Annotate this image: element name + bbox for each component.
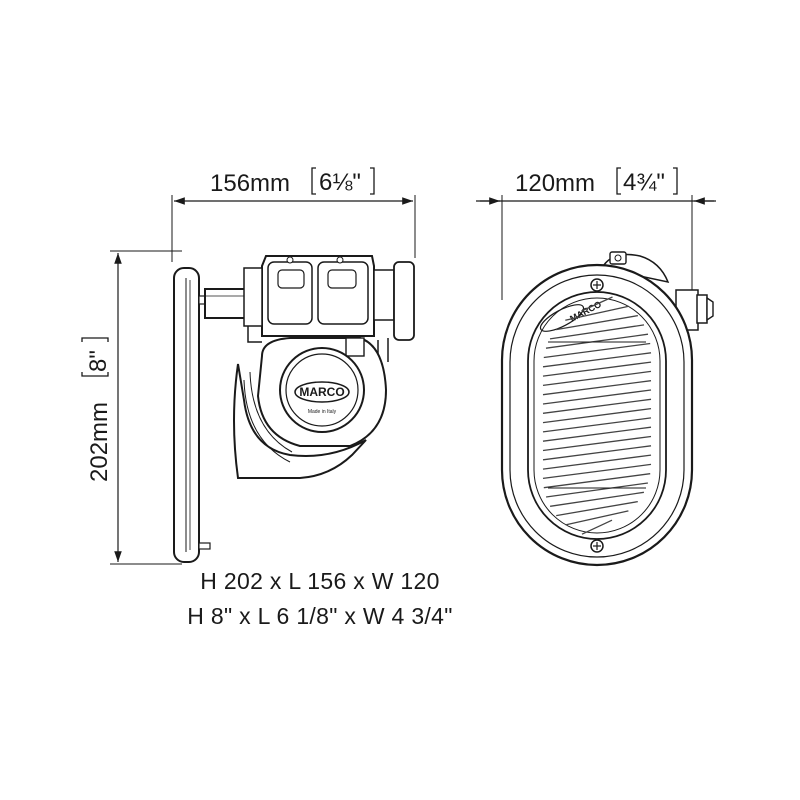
grille-slat (565, 305, 629, 321)
grille-slat (550, 491, 644, 507)
grille-slat (565, 510, 629, 526)
grille-slat (542, 445, 652, 461)
grille-slat (543, 342, 651, 359)
grille-slat (542, 389, 652, 405)
grille-slat (542, 463, 652, 480)
grille-slat (545, 333, 649, 349)
height-metric-label: 202mm (86, 402, 113, 482)
badge-origin-text: Made in Italy (308, 409, 337, 415)
grille-slat (546, 482, 648, 498)
horn-trumpet (233, 363, 367, 479)
grille-slat (542, 370, 652, 387)
width-bracket (616, 167, 678, 195)
summary-imperial: H 8" x L 6 1/8" x W 4 3/4" (187, 603, 453, 629)
height-dimension: 202mm 8" (81, 250, 182, 565)
height-bracket (81, 337, 109, 377)
width-dimension: 120mm 4¾" (476, 167, 716, 300)
width-metric-label: 120mm (515, 170, 595, 197)
grille-slat (542, 407, 652, 424)
grille-slat (542, 435, 652, 452)
summary-metric: H 202 x L 156 x W 120 (200, 568, 440, 594)
length-dimension: 156mm 6⅛" (171, 167, 416, 262)
grille-slats (542, 296, 652, 535)
length-imperial-label: 6⅛" (319, 169, 361, 196)
grille-slat (542, 454, 652, 470)
grille-slat (542, 361, 652, 377)
grille-slat (542, 417, 652, 433)
grille-slat (555, 314, 639, 331)
grille-slat (542, 426, 652, 442)
grille-slat (549, 324, 645, 340)
horn-front-view: MARCO (500, 251, 714, 567)
grille-slat (543, 473, 651, 489)
length-bracket (311, 167, 375, 195)
badge-brand-text: MARCO (299, 385, 344, 399)
grille-slat (581, 519, 613, 535)
horn-side-view: MARCO Made in Italy (173, 255, 415, 563)
height-imperial-label: 8" (85, 350, 112, 372)
grille-slat (542, 398, 652, 414)
grille-slat (542, 352, 652, 368)
grille-slat (581, 296, 613, 312)
width-imperial-label: 4¾" (623, 169, 665, 196)
grille-slat (542, 380, 652, 396)
length-metric-label: 156mm (210, 170, 290, 197)
grille-slat (556, 500, 638, 517)
